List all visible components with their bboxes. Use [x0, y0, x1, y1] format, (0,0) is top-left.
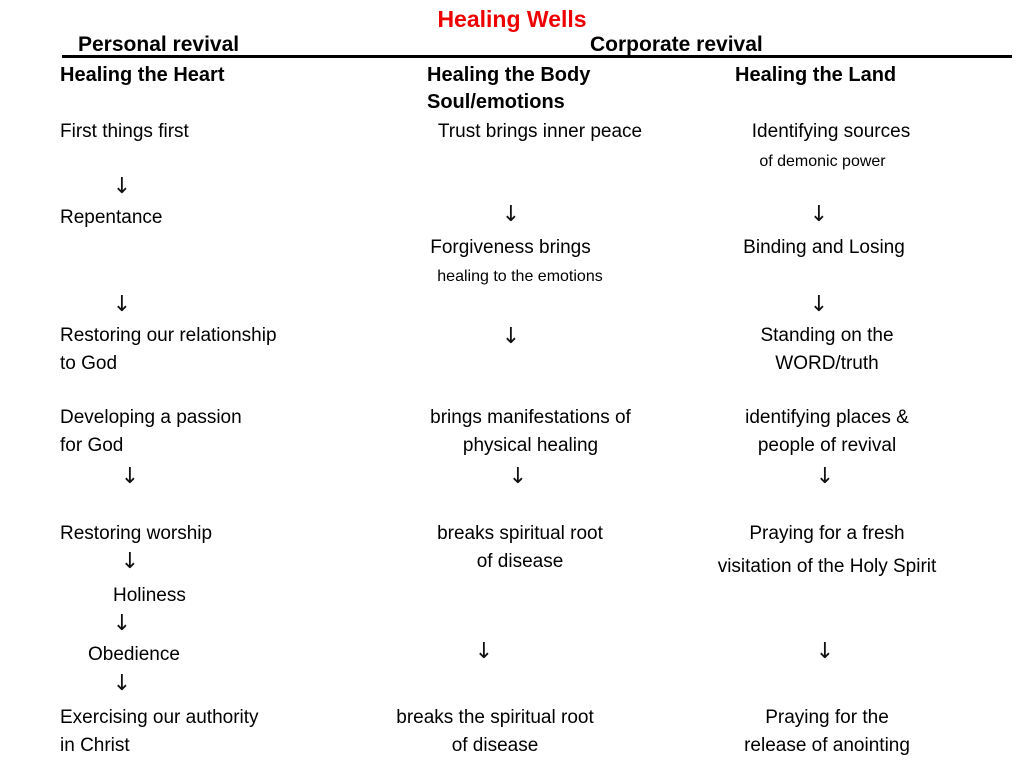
body-step-forgiveness-brings: Forgiveness brings [430, 237, 591, 258]
land-step-identifying-sources: Identifying sources [751, 121, 911, 142]
column-heading-healing-the-body: Healing the Body Soul/emotions [427, 62, 590, 116]
page-title: Healing Wells [437, 6, 587, 32]
heart-step-developing-a-passion-for-god: Developing a passion for God [60, 407, 242, 456]
heart-step-restoring-our-relationship-to-god: Restoring our relationship to God [60, 325, 277, 374]
arrow-down-icon: ↓ [501, 202, 521, 227]
arrow-down-icon: ↓ [120, 549, 140, 574]
land-step-praying-for-a-fresh: Praying for a fresh [749, 523, 905, 544]
arrow-down-icon: ↓ [501, 324, 521, 349]
arrow-down-icon: ↓ [815, 639, 835, 664]
land-step-praying-for-the-release-of-anointing: Praying for the release of anointing [744, 707, 910, 756]
section-heading-personal-revival: Personal revival [78, 33, 240, 56]
header-divider-rule [62, 55, 1012, 58]
arrow-down-icon: ↓ [112, 671, 132, 696]
heart-step-repentance: Repentance [60, 207, 163, 228]
land-step-identifying-places-people-of-revival: identifying places & people of revival [745, 407, 909, 456]
arrow-down-icon: ↓ [809, 202, 829, 227]
heart-step-obedience: Obedience [88, 644, 180, 665]
column-heading-healing-the-heart: Healing the Heart [60, 64, 225, 86]
arrow-down-icon: ↓ [112, 174, 132, 199]
column-heading-healing-the-body-line2: Soul/emotions [427, 91, 565, 113]
land-step-binding-and-losing: Binding and Losing [743, 237, 905, 258]
body-step-trust-brings-inner-peace: Trust brings inner peace [437, 121, 643, 142]
land-step-visitation-of-the-holy-spirit: visitation of the Holy Spirit [717, 556, 937, 577]
arrow-down-icon: ↓ [474, 639, 494, 664]
arrow-down-icon: ↓ [809, 292, 829, 317]
body-step-brings-manifestations-of-physical-healing: brings manifestations of physical healin… [430, 407, 631, 456]
arrow-down-icon: ↓ [112, 611, 132, 636]
column-heading-healing-the-land: Healing the Land [735, 64, 897, 86]
body-step-breaks-spiritual-root-of-disease: breaks spiritual root of disease [437, 523, 603, 572]
section-heading-corporate-revival: Corporate revival [590, 33, 763, 56]
arrow-down-icon: ↓ [112, 292, 132, 317]
arrow-down-icon: ↓ [120, 464, 140, 489]
heart-step-restoring-worship: Restoring worship [60, 523, 213, 544]
heart-step-first-things-first: First things first [60, 121, 189, 142]
heart-step-holiness: Holiness [113, 585, 186, 606]
body-step-breaks-the-spiritual-root-of-disease: breaks the spiritual root of disease [396, 707, 594, 756]
land-step-of-demonic-power: of demonic power [759, 153, 886, 170]
body-step-healing-to-the-emotions: healing to the emotions [437, 268, 603, 285]
arrow-down-icon: ↓ [815, 464, 835, 489]
heart-step-exercising-our-authority-in-christ: Exercising our authority in Christ [60, 707, 259, 756]
land-step-standing-on-the-word-truth: Standing on the WORD/truth [760, 325, 894, 374]
arrow-down-icon: ↓ [508, 464, 528, 489]
column-heading-healing-the-body-line1: Healing the Body [427, 64, 591, 86]
